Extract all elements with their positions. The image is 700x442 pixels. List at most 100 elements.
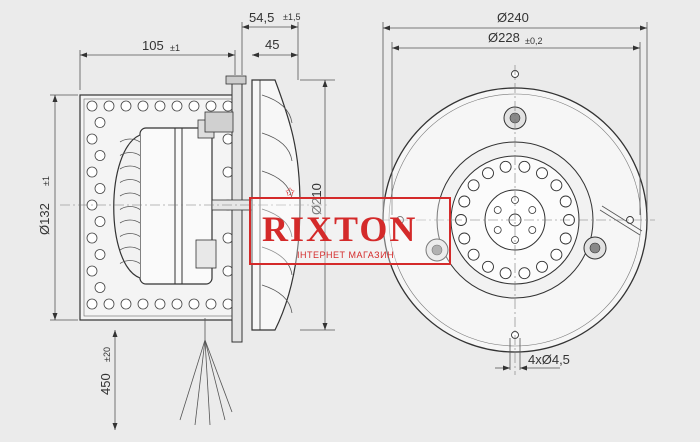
hub-holes — [455, 160, 575, 280]
impeller-blade — [261, 170, 293, 200]
motor-fin — [119, 233, 141, 237]
motor-fin — [119, 192, 141, 197]
perforation-hole — [154, 100, 166, 112]
watermark-brand: RIXTON — [262, 209, 417, 249]
perforation-holes — [86, 100, 234, 310]
dim-132-tol: ±1 — [41, 176, 51, 186]
impeller-blade — [261, 132, 293, 162]
perforation-hole — [171, 298, 183, 310]
motor-fin — [119, 179, 141, 183]
hub-hole — [458, 195, 471, 208]
dimension-210: Ø210 — [300, 79, 335, 331]
hub-hole — [482, 167, 494, 180]
perforation-hole — [120, 298, 132, 310]
hub-hole — [550, 248, 563, 261]
perforation-hole — [86, 265, 98, 277]
perforation-hole — [86, 133, 98, 145]
perforation-hole — [94, 282, 106, 293]
side-view — [60, 75, 330, 426]
hub-hole — [518, 267, 531, 280]
dimension-132: Ø132 ±1 — [37, 94, 78, 321]
star-icon: ✩ — [285, 185, 295, 199]
impeller-blade — [261, 284, 293, 314]
perforation-hole — [86, 298, 98, 310]
hub-hole — [467, 248, 480, 261]
perforation-hole — [94, 249, 106, 260]
motor-fin — [119, 246, 141, 251]
motor-fin — [119, 206, 141, 210]
hub-hole — [536, 167, 548, 180]
dim-240-value: Ø240 — [497, 10, 529, 25]
center-hole — [493, 206, 502, 214]
hub-hole — [458, 232, 471, 245]
cable — [179, 318, 233, 426]
perforation-hole — [188, 298, 200, 310]
terminal-block — [204, 111, 234, 133]
perforation-hole — [94, 183, 106, 194]
hub-hole — [467, 179, 480, 192]
motor-fin — [119, 138, 141, 143]
hub-hole — [499, 160, 512, 173]
dimension-450: 450 ±20 — [98, 330, 118, 430]
impeller-blades — [261, 94, 293, 314]
center-hole — [528, 226, 537, 234]
dim-228-value: Ø228 — [488, 30, 520, 45]
motor-fin — [119, 219, 141, 224]
perforation-hole — [86, 100, 98, 112]
motor-fin — [119, 260, 141, 264]
perforation-hole — [94, 150, 106, 161]
perforation-hole — [137, 100, 149, 112]
center-hole — [528, 206, 537, 214]
mounting-plate — [231, 79, 243, 343]
perforation-hole — [86, 166, 98, 178]
motor-fin — [119, 165, 141, 170]
dim-105-value: 105 — [142, 38, 164, 53]
rixton-watermark: RIXTON ІНТЕРНЕТ МАГАЗИН ✩ — [249, 185, 451, 265]
impeller-blade — [261, 94, 293, 124]
perforation-hole — [103, 100, 115, 112]
impeller-blade — [261, 208, 293, 238]
dimension-228: Ø228 ±0,2 — [391, 30, 641, 215]
dim-228-tol: ±0,2 — [525, 36, 542, 46]
hub-hole — [499, 267, 512, 280]
hub-hole — [536, 260, 548, 273]
motor-fin — [119, 152, 141, 156]
dim-450-value: 450 — [98, 373, 113, 395]
perforation-hole — [188, 100, 200, 112]
motor-fins — [119, 138, 141, 264]
hub-hole — [559, 195, 572, 208]
dimension-45: 45 — [252, 37, 298, 58]
holes-callout: 4xØ4,5 — [495, 338, 570, 371]
perforation-hole — [205, 100, 217, 112]
dim-45-value: 45 — [265, 37, 279, 52]
perforation-hole — [86, 232, 98, 244]
hub-hole — [550, 179, 563, 192]
dim-54-5-tol: ±1,5 — [283, 12, 300, 22]
perforation-hole — [171, 100, 183, 112]
dim-450-tol: ±20 — [102, 347, 112, 362]
dim-210-value: Ø210 — [309, 183, 324, 215]
perforation-hole — [103, 298, 115, 310]
perforation-hole — [205, 298, 217, 310]
hub-hole — [518, 160, 531, 173]
perforation-hole — [94, 216, 106, 227]
dim-54-5-value: 54,5 — [249, 10, 274, 25]
dim-132-value: Ø132 — [37, 203, 52, 235]
dimension-54-5: 54,5 ±1,5 — [241, 10, 300, 80]
mounting-bosses — [425, 106, 607, 262]
perforation-hole — [120, 100, 132, 112]
watermark-subtitle: ІНТЕРНЕТ МАГАЗИН — [297, 250, 394, 260]
impeller-blade — [261, 246, 293, 276]
dimension-240: Ø240 — [382, 10, 648, 210]
dim-105-tol: ±1 — [170, 43, 180, 53]
holes-value: 4xØ4,5 — [528, 352, 570, 367]
hub-hole — [559, 232, 572, 245]
perforation-hole — [137, 298, 149, 310]
dimension-105: 105 ±1 — [79, 38, 236, 90]
perforation-hole — [154, 298, 166, 310]
center-hole — [493, 226, 502, 234]
front-view — [380, 65, 655, 375]
hub-hole — [482, 260, 494, 273]
